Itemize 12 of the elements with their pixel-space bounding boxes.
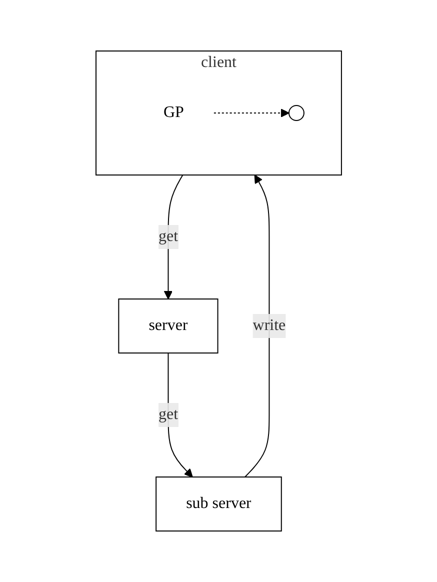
edge-label: write <box>252 317 286 334</box>
edge-label: get <box>158 228 178 245</box>
node-text: GP <box>163 104 184 121</box>
node-circle <box>288 105 304 121</box>
arrow <box>164 174 183 300</box>
arrow <box>168 352 193 478</box>
cluster <box>95 50 342 176</box>
edge-label: get <box>158 406 178 423</box>
arrow <box>244 174 270 478</box>
node-box <box>155 476 282 532</box>
node-box <box>118 298 218 354</box>
arrow <box>213 108 290 118</box>
